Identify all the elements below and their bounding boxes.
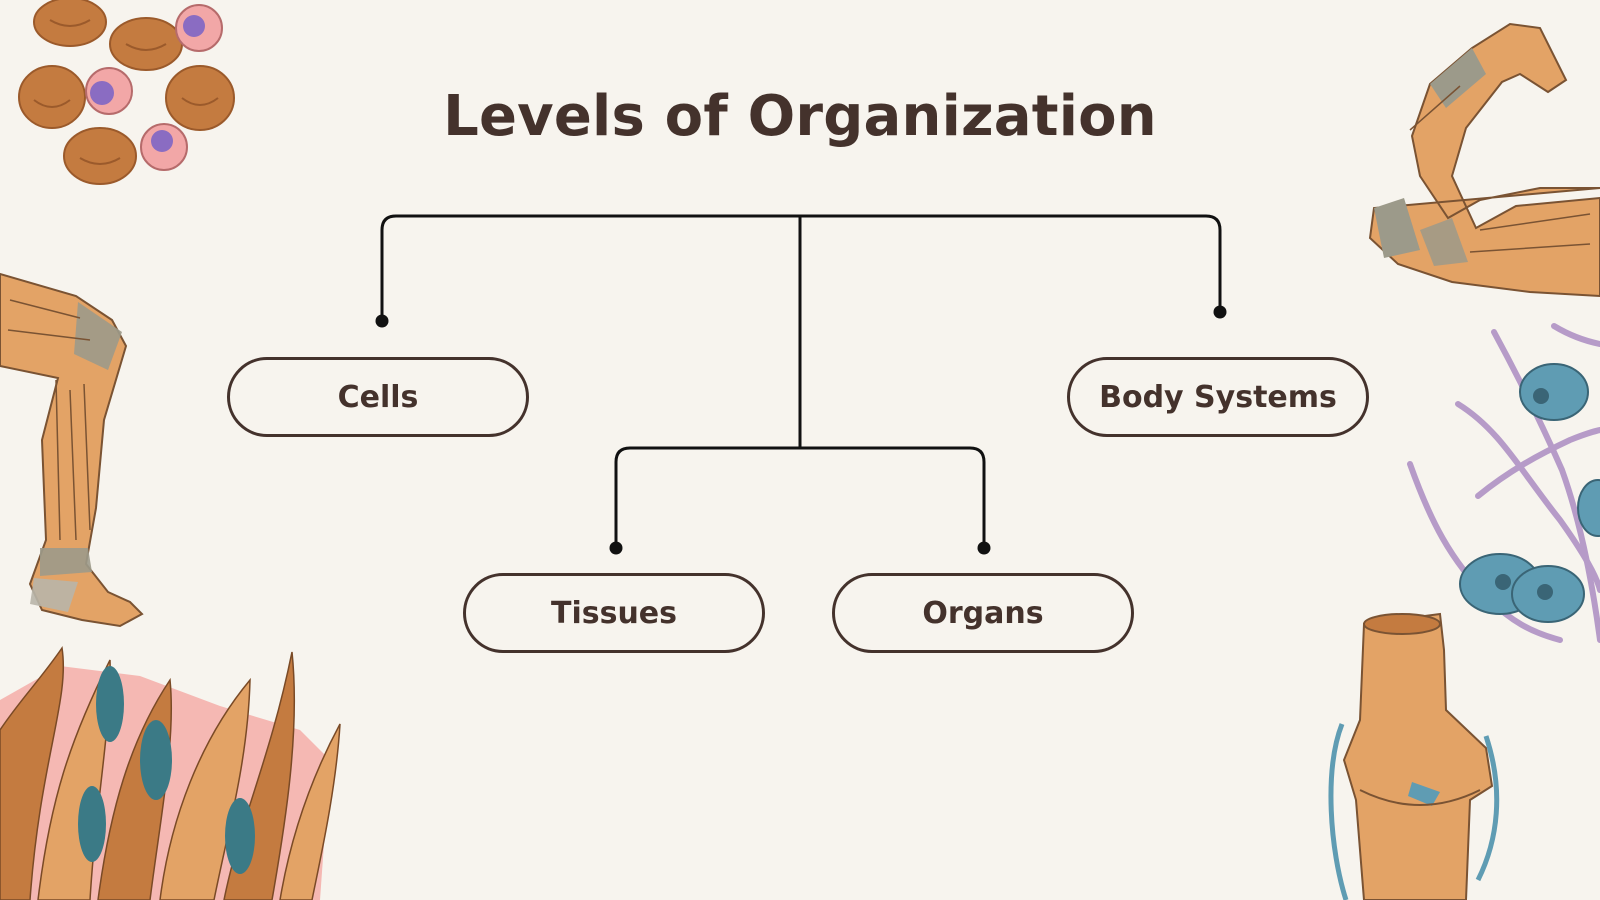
node-tissues: Tissues — [463, 573, 765, 653]
node-tissues-label: Tissues — [550, 595, 678, 631]
cells-connector-dot — [375, 314, 389, 328]
leg-muscle-illustration — [0, 272, 144, 628]
node-body-systems: Body Systems — [1067, 357, 1369, 437]
body-systems-connector-dot — [1213, 305, 1227, 319]
diagram-title: Levels of Organization — [443, 84, 1157, 149]
node-organs: Organs — [832, 573, 1134, 653]
cell-cluster-illustration — [1407, 323, 1600, 643]
flexed-arm-illustration — [1368, 22, 1600, 298]
bottom-branch-connector — [614, 446, 986, 548]
tissues-connector-dot — [609, 541, 623, 555]
node-body-systems-label: Body Systems — [1099, 379, 1337, 415]
node-cells-label: Cells — [337, 379, 419, 415]
node-cells: Cells — [227, 357, 529, 437]
blood-cells-illustration — [18, 0, 235, 185]
node-organs-label: Organs — [922, 595, 1044, 631]
muscle-tissue-illustration — [0, 646, 341, 900]
knee-joint-illustration — [1328, 612, 1500, 900]
organs-connector-dot — [977, 541, 991, 555]
